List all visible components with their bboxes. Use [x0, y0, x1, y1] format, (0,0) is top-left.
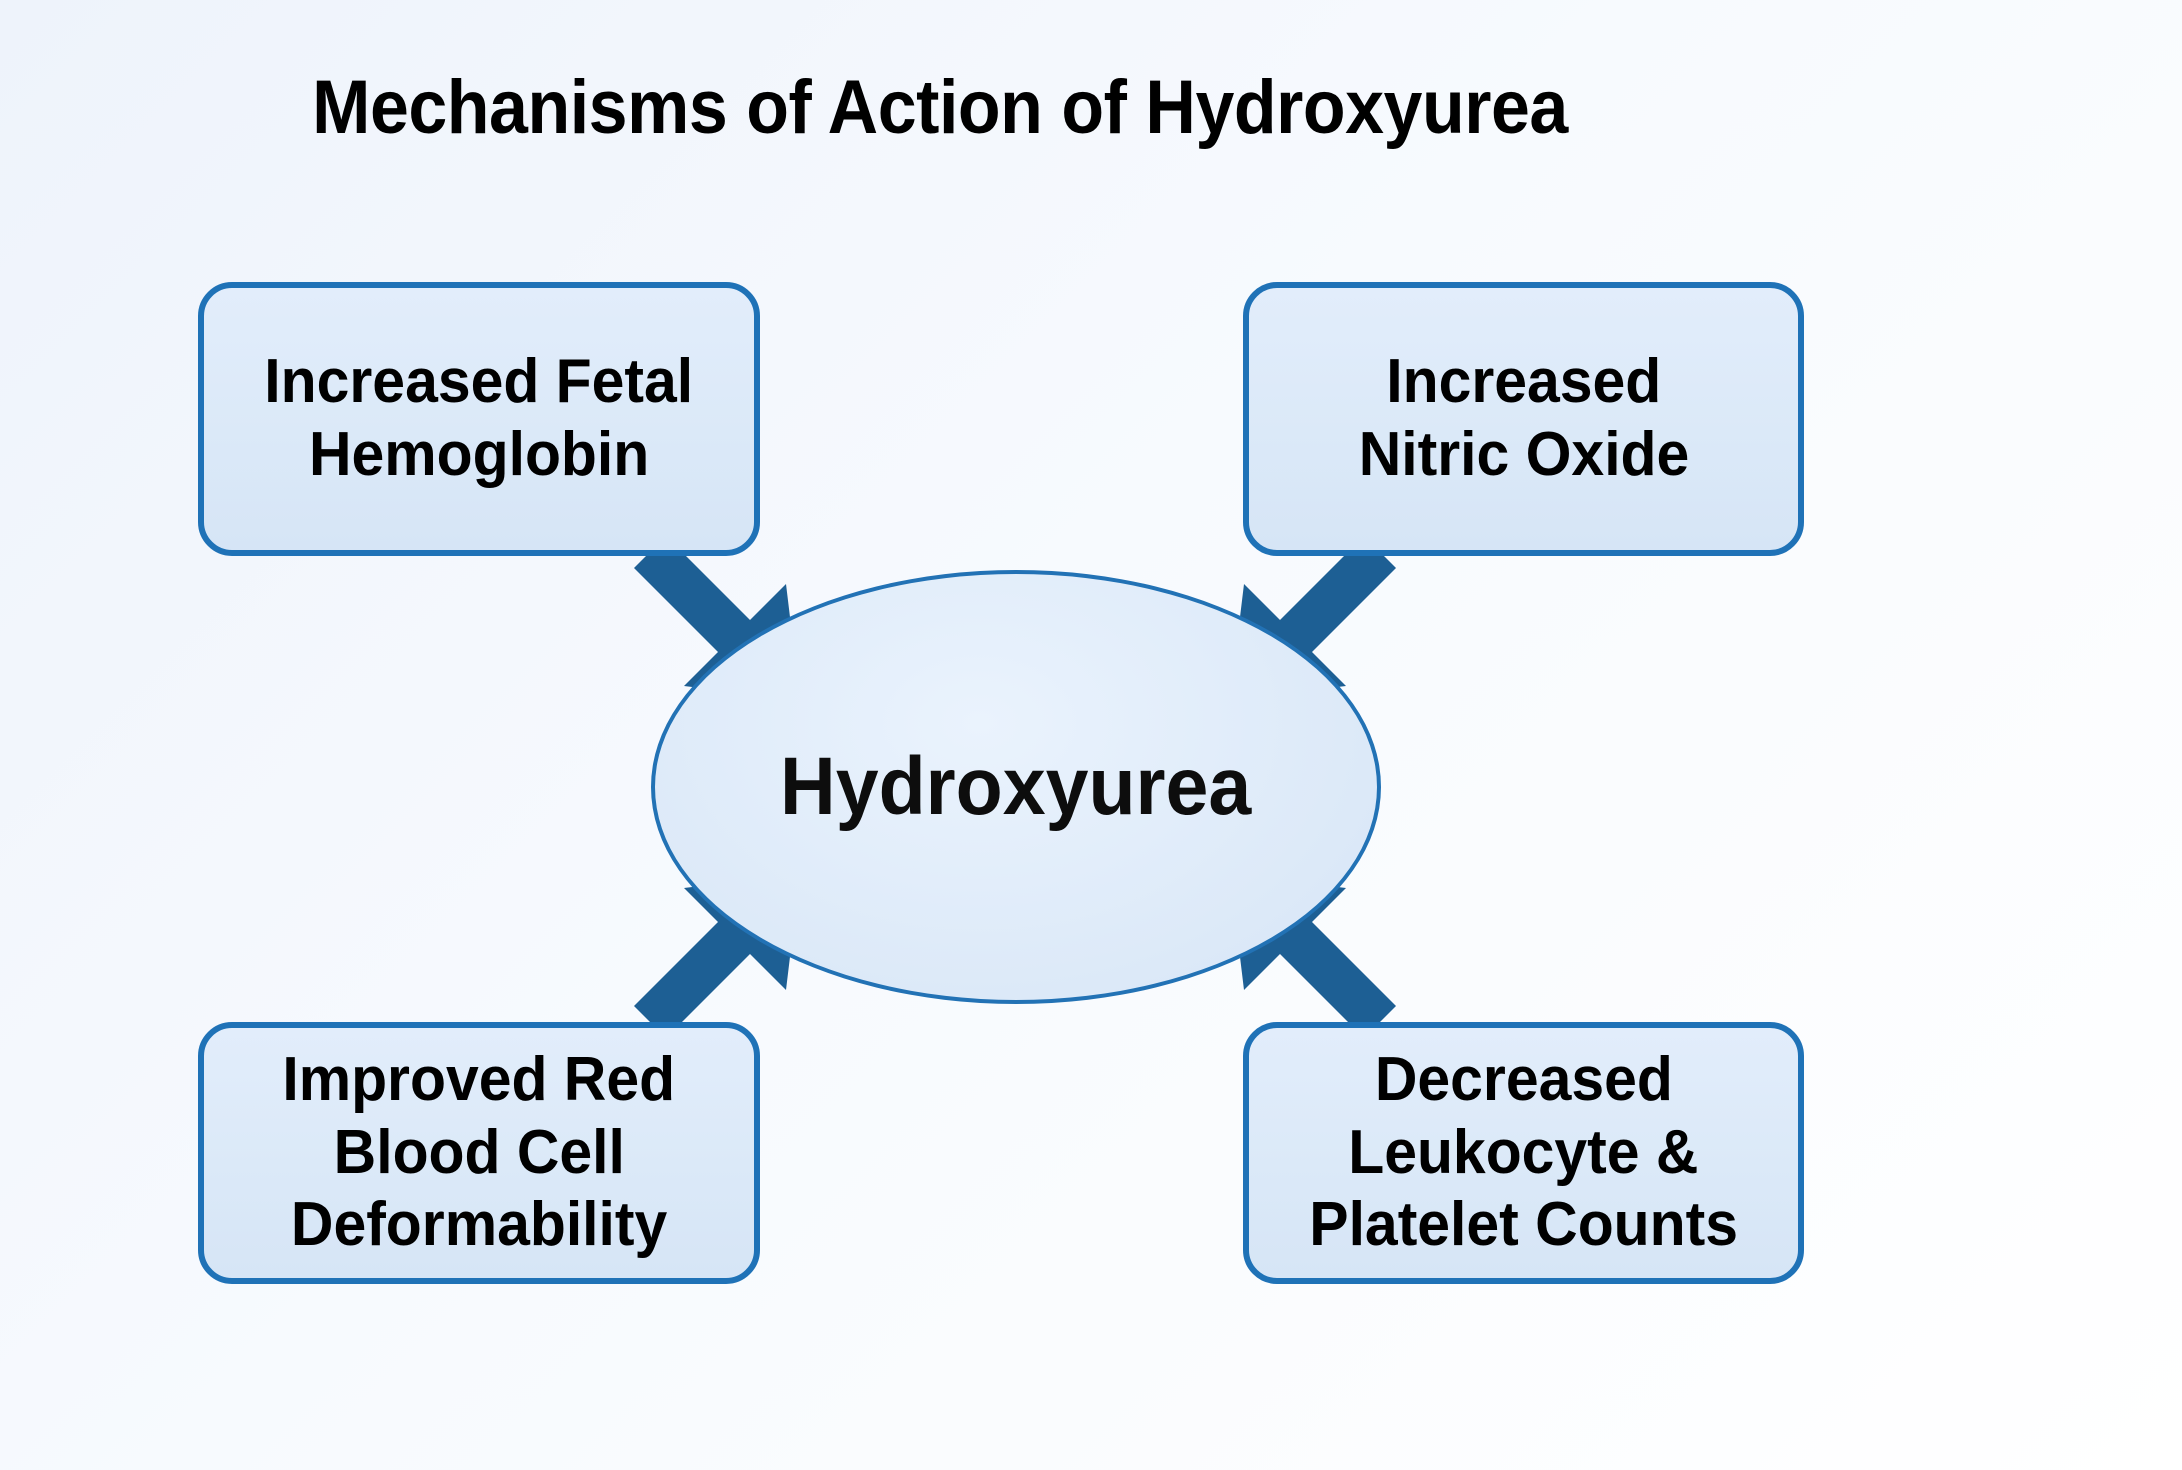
- node-label-line: Leukocyte &: [1348, 1117, 1699, 1187]
- node-label-line: Increased Fetal: [264, 347, 694, 417]
- center-node-hydroxyurea[interactable]: Hydroxyurea: [651, 570, 1381, 1004]
- node-increased-nitric-oxide[interactable]: Increased Nitric Oxide: [1243, 282, 1804, 556]
- node-decreased-leukocyte-platelet-counts[interactable]: Decreased Leukocyte & Platelet Counts: [1243, 1022, 1804, 1284]
- page-title: Mechanisms of Action of Hydroxyurea: [312, 65, 1568, 150]
- node-label-line: Deformability: [290, 1190, 668, 1260]
- node-label-line: Nitric Oxide: [1358, 420, 1689, 489]
- node-label-line: Blood Cell: [333, 1117, 625, 1187]
- center-node-label: Hydroxyurea: [780, 741, 1252, 832]
- node-label-line: Platelet Counts: [1309, 1190, 1738, 1260]
- node-improved-red-blood-cell-deformability[interactable]: Improved Red Blood Cell Deformability: [198, 1022, 760, 1284]
- node-label-line: Increased: [1385, 347, 1662, 417]
- node-increased-fetal-hemoglobin[interactable]: Increased Fetal Hemoglobin: [198, 282, 760, 556]
- node-label-line: Hemoglobin: [308, 420, 650, 489]
- node-label-line: Improved Red: [282, 1045, 676, 1115]
- node-label-line: Decreased: [1374, 1045, 1673, 1115]
